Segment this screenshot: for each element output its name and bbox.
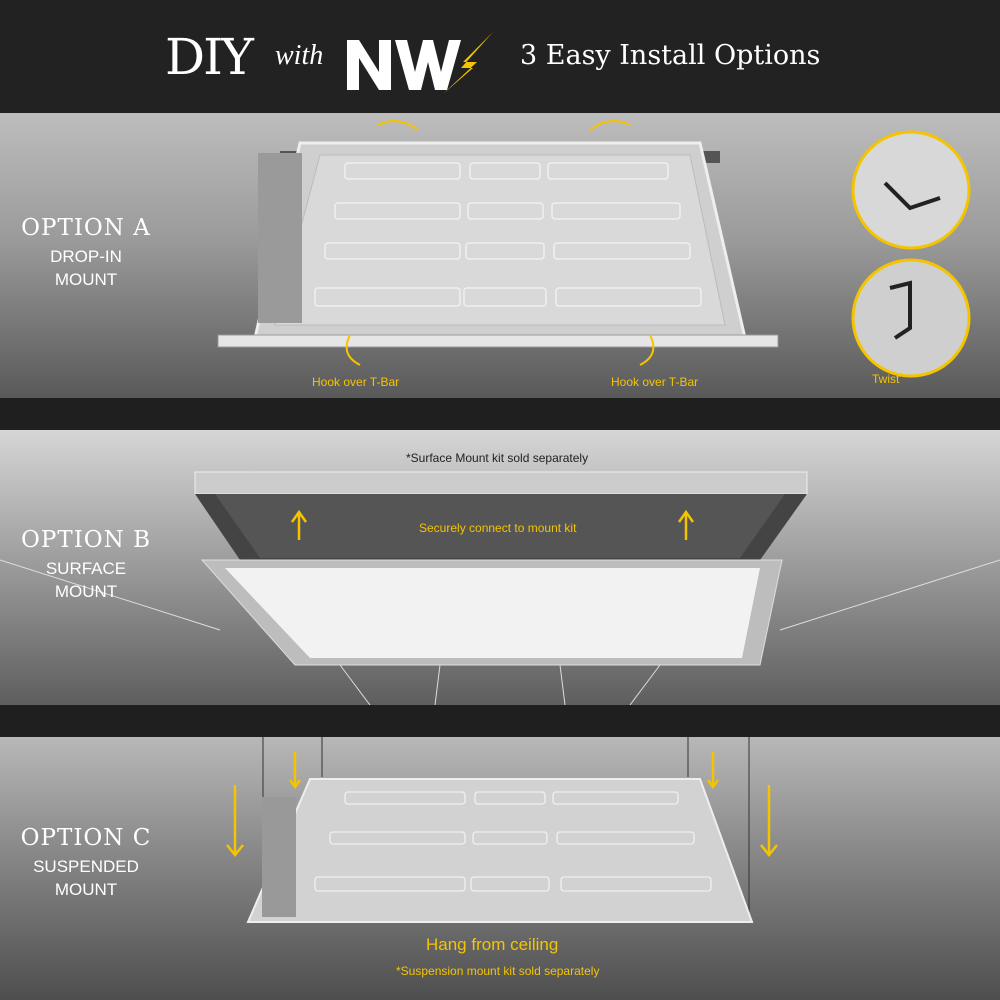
suspended-panel-illustration <box>226 737 778 923</box>
option-a-sub1: DROP-IN <box>50 247 122 266</box>
option-a-panel: OPTION A DROP-IN MOUNT Hook over T-Bar H… <box>0 113 1000 398</box>
surface-mount-illustration <box>0 471 1000 705</box>
hook-caption-left: Hook over T-Bar <box>312 375 400 389</box>
drop-in-panel-illustration <box>217 120 971 378</box>
option-c-sub2: MOUNT <box>54 880 118 899</box>
header-banner: DIY with 3 Easy Install Options <box>0 0 1000 113</box>
option-a-sub2: MOUNT <box>54 270 118 289</box>
tagline: 3 Easy Install Options <box>520 40 821 71</box>
diy-title: DIY <box>165 28 254 86</box>
option-a-title: OPTION A <box>21 215 151 241</box>
option-b-title: OPTION B <box>21 527 151 553</box>
option-b-panel: *Surface Mount kit sold separately Secur… <box>0 430 1000 705</box>
option-c-panel: OPTION C SUSPENDED MOUNT Hang from ceili… <box>0 737 1000 1000</box>
surface-caption: Securely connect to mount kit <box>419 521 577 535</box>
option-c-title: OPTION C <box>20 825 152 851</box>
surface-note: *Surface Mount kit sold separately <box>406 451 589 465</box>
option-c-label: OPTION C SUSPENDED MOUNT <box>0 825 172 901</box>
with-text: with <box>275 40 324 71</box>
option-b-sub1: SURFACE <box>45 559 127 578</box>
option-a-label: OPTION A DROP-IN MOUNT <box>0 215 172 291</box>
option-b-sub2: MOUNT <box>54 582 118 601</box>
option-c-sub1: SUSPENDED <box>33 857 139 876</box>
option-b-label: OPTION B SURFACE MOUNT <box>0 527 172 603</box>
hang-caption: Hang from ceiling <box>426 935 559 954</box>
brand-logo-icon <box>347 32 493 94</box>
suspension-note: *Suspension mount kit sold separately <box>396 964 600 978</box>
twist-caption: Twist <box>872 372 900 386</box>
hook-caption-right: Hook over T-Bar <box>611 375 699 389</box>
